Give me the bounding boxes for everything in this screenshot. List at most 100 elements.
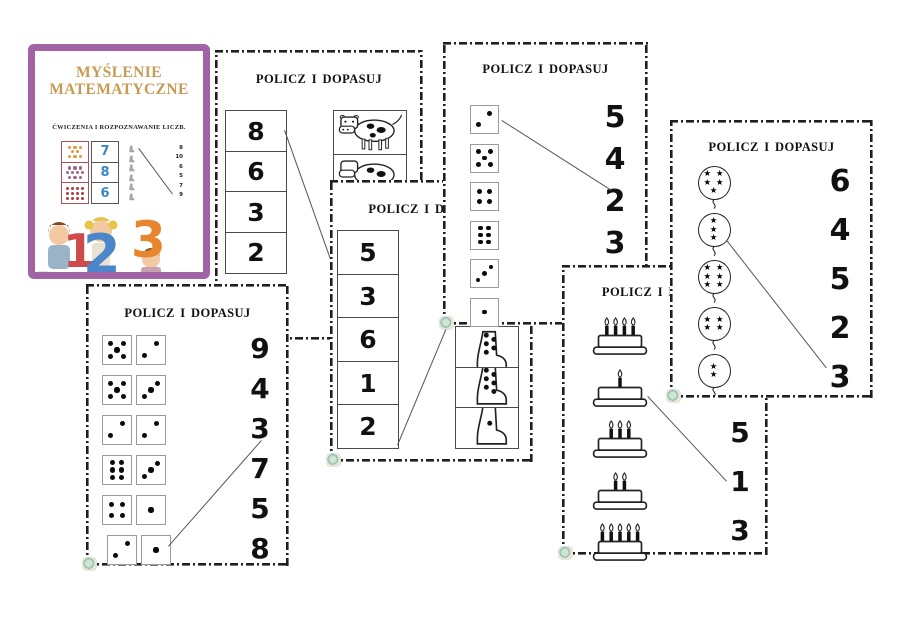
cake-image-1-candles bbox=[588, 366, 652, 413]
die-5-dots bbox=[102, 375, 132, 405]
number-2: 2 bbox=[829, 311, 851, 346]
die-3-dots bbox=[470, 259, 499, 288]
logo-watermark-icon bbox=[36, 272, 49, 279]
dice-column bbox=[470, 105, 499, 327]
number-cell-2: 2 bbox=[225, 231, 287, 274]
number-4: 4 bbox=[250, 372, 270, 405]
die-1-dots bbox=[136, 495, 166, 525]
mini-match-row: 6 bbox=[127, 162, 183, 172]
cover-mini-dice-column bbox=[61, 140, 89, 205]
pair-2-1 bbox=[107, 535, 171, 565]
number-cell-5: 5 bbox=[337, 230, 399, 276]
number-cell-6: 6 bbox=[225, 150, 287, 193]
mini-item-icon bbox=[127, 167, 135, 186]
balloon-column: ★ ★★ ★★★★★★ ★★ ★★ ★★ ★★ ★★★ bbox=[697, 166, 731, 398]
number-7: 7 bbox=[250, 452, 270, 485]
die-2-dots bbox=[136, 415, 166, 445]
number-5: 5 bbox=[250, 492, 270, 525]
logo-watermark-icon bbox=[83, 558, 96, 570]
mini-die-8-dots bbox=[61, 140, 89, 163]
boot-image-6-dots bbox=[455, 366, 519, 409]
die-3-dots bbox=[136, 455, 166, 485]
match-line bbox=[725, 240, 827, 369]
cover-mini-match-list: 8 10 6 5 7 9 bbox=[127, 143, 183, 200]
number-3: 3 bbox=[829, 360, 851, 395]
mini-match-row: 8 bbox=[127, 143, 183, 153]
number-5: 5 bbox=[829, 262, 851, 297]
mini-match-number: 10 bbox=[175, 154, 183, 161]
cover-title-line1: MYŚLENIE bbox=[76, 64, 162, 81]
mini-item-icon bbox=[127, 186, 135, 205]
match-line bbox=[283, 130, 332, 263]
pair-5-2 bbox=[102, 335, 171, 365]
cow-image bbox=[333, 110, 407, 155]
number-2: 2 bbox=[604, 184, 626, 219]
mini-match-number: 6 bbox=[179, 163, 183, 170]
mini-match-number: 5 bbox=[179, 173, 183, 180]
boot-column bbox=[455, 326, 519, 450]
page-title: POLICZ I DOPASUJ bbox=[255, 72, 383, 86]
match-line bbox=[397, 327, 448, 446]
die-5-dots bbox=[470, 143, 499, 173]
die-2-dots bbox=[136, 335, 166, 365]
die-5-dots bbox=[102, 335, 132, 365]
page-title: POLICZ I DOPASUJ bbox=[124, 306, 251, 320]
number-6: 6 bbox=[829, 164, 851, 199]
children-with-numbers-illustration: 1 2 3 bbox=[48, 211, 166, 277]
mini-die-10-dots bbox=[61, 161, 89, 184]
mini-match-row: 9 bbox=[127, 191, 183, 200]
page-title: POLICZ I DOPASUJ bbox=[708, 140, 835, 154]
balloon-image-6-stars: ★ ★★ ★★ ★ bbox=[697, 260, 731, 304]
mini-item-icon bbox=[127, 176, 135, 195]
boot-image-1-dots bbox=[455, 407, 519, 450]
die-4-dots bbox=[470, 182, 499, 211]
cover-page: MYŚLENIE MATEMATYCZNE ĆWICZENIA I ROZPOZ… bbox=[28, 44, 210, 279]
logo-watermark-icon bbox=[559, 547, 572, 559]
number-5: 5 bbox=[730, 416, 750, 449]
mini-item-icon bbox=[127, 157, 135, 176]
number-1: 1 bbox=[730, 465, 750, 498]
domino-column bbox=[102, 335, 171, 565]
cover-title: MYŚLENIE MATEMATYCZNE bbox=[35, 64, 203, 98]
pair-5-3 bbox=[102, 375, 171, 405]
die-4-dots bbox=[102, 495, 132, 525]
cover-subtitle: ĆWICZENIA I ROZPOZNAWANIE LICZB. bbox=[52, 124, 186, 131]
big-number-3: 3 bbox=[131, 211, 166, 269]
mini-match-row: 10 bbox=[127, 153, 183, 162]
mini-match-number: 8 bbox=[179, 144, 183, 151]
mini-item-icon bbox=[127, 148, 135, 167]
big-number-2: 2 bbox=[83, 223, 121, 277]
logo-watermark-icon bbox=[327, 454, 340, 466]
big-number-1: 1 bbox=[63, 224, 95, 277]
cake-column bbox=[588, 314, 652, 567]
number-3: 3 bbox=[730, 514, 750, 547]
cake-image-5-candles bbox=[588, 520, 652, 567]
number-cell-1: 1 bbox=[337, 360, 399, 406]
cake-image-2-candles bbox=[588, 469, 652, 516]
number-4: 4 bbox=[604, 142, 626, 177]
mini-die-12-dots bbox=[61, 182, 89, 205]
mini-match-number: 9 bbox=[179, 192, 183, 199]
number-cell-3: 3 bbox=[337, 273, 399, 319]
balloon-image-2-stars: ★★ bbox=[697, 354, 731, 398]
pair-6-3 bbox=[102, 455, 171, 485]
balloon-image-5-stars: ★ ★★ ★★ bbox=[697, 166, 731, 210]
balloon-image-4-stars: ★ ★★ ★ bbox=[697, 307, 731, 351]
balloon-image-3-stars: ★★★ bbox=[697, 213, 731, 257]
mini-match-number: 7 bbox=[179, 182, 183, 189]
number-cell-6: 6 bbox=[337, 317, 399, 363]
pair-4-1 bbox=[102, 495, 171, 525]
logo-watermark-icon bbox=[440, 317, 453, 329]
mini-number-cell-7: 7 bbox=[91, 140, 119, 163]
logo-watermark-icon bbox=[667, 390, 680, 402]
mini-match-row: 5 bbox=[127, 172, 183, 181]
number-8: 8 bbox=[250, 532, 270, 565]
number-9: 9 bbox=[250, 332, 270, 365]
worksheet-balloons: POLICZ I DOPASUJ ★ ★★ ★★★★★★ ★★ ★★ ★★ ★★… bbox=[667, 120, 873, 402]
